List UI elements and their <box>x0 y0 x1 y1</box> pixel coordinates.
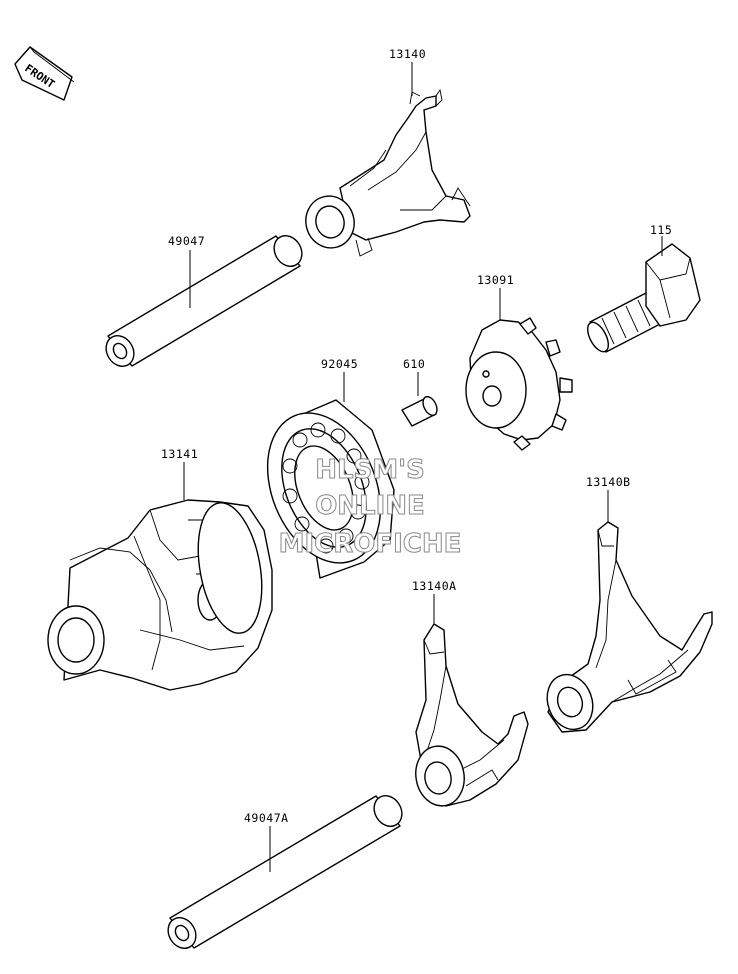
part-number-13140B: 13140B <box>586 475 631 489</box>
part-number-49047A: 49047A <box>244 811 289 825</box>
watermark-line-3: MICROFICHE <box>279 529 462 559</box>
shift-rod-lower[interactable] <box>163 791 408 954</box>
shift-fork-b[interactable] <box>540 521 713 736</box>
watermark-line-1: HLSM'S <box>315 455 425 485</box>
part-number-13140A: 13140A <box>412 579 457 593</box>
part-number-13140: 13140 <box>389 47 426 61</box>
watermark-line-2: ONLINE <box>315 491 425 521</box>
part-number-92045: 92045 <box>321 357 358 371</box>
front-arrow-icon: FRONT <box>14 46 75 101</box>
part-number-115: 115 <box>650 223 672 237</box>
ball-bearing[interactable] <box>247 396 402 580</box>
shift-fork-a[interactable] <box>411 623 529 810</box>
holder-bolt[interactable] <box>583 243 701 355</box>
part-number-13091: 13091 <box>477 273 514 287</box>
dowel-pin[interactable] <box>401 394 440 427</box>
watermark: HLSM'S ONLINE MICROFICHE <box>278 455 462 560</box>
part-number-13141: 13141 <box>161 447 198 461</box>
shift-rod-upper[interactable] <box>101 231 308 372</box>
shift-drum-holder[interactable] <box>465 317 573 451</box>
part-number-610: 610 <box>403 357 425 371</box>
shift-drum[interactable] <box>47 498 273 691</box>
shift-fork-top[interactable] <box>300 88 471 257</box>
part-number-49047: 49047 <box>168 234 205 248</box>
